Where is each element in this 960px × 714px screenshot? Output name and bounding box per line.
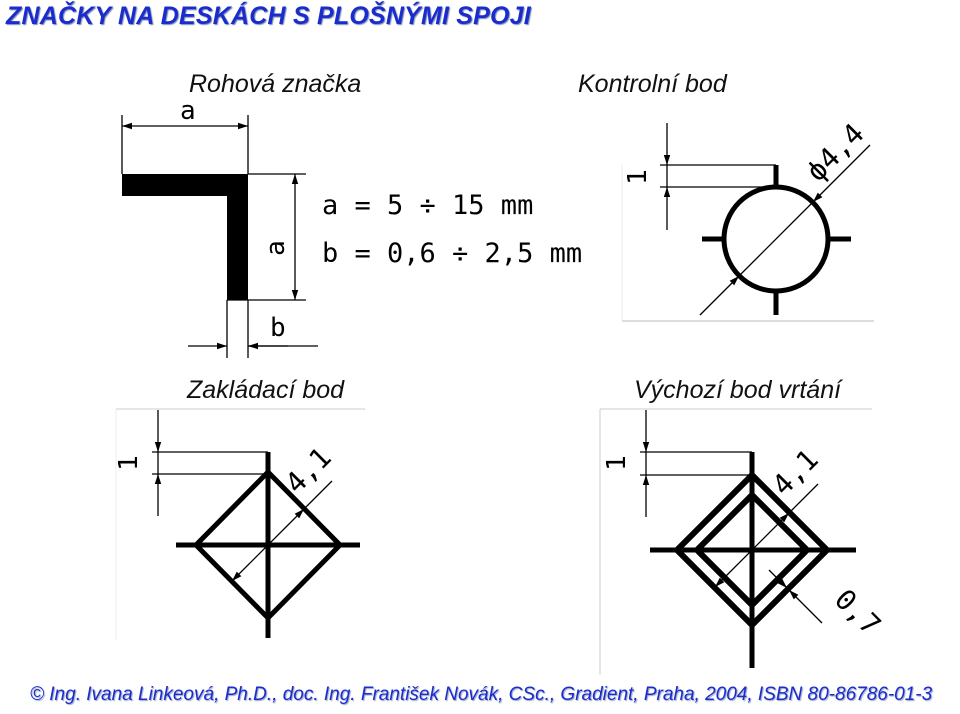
base-point-figure: 1 4,1 xyxy=(114,408,365,640)
check-point-figure: 1 ϕ4,4 xyxy=(621,117,874,322)
drill-origin-dim-size: 4,1 xyxy=(766,443,825,502)
dim-label-b: b xyxy=(270,313,286,343)
drill-origin-figure: 1 4,1 0,7 xyxy=(599,408,887,675)
base-point-dim-offset: 1 xyxy=(114,455,144,471)
corner-mark-figure: a a b a = 5 ÷ 15 mm b = 0,6 ÷ 2,5 mm xyxy=(121,96,582,358)
formula-a: a = 5 ÷ 15 mm xyxy=(322,190,533,221)
formula-b: b = 0,6 ÷ 2,5 mm xyxy=(322,238,582,269)
dim-label-a-side: a xyxy=(261,240,291,256)
base-point-caption: Zakládací bod xyxy=(187,376,345,404)
check-point-dim-diameter: ϕ4,4 xyxy=(800,117,871,188)
corner-mark-caption: Rohová značka xyxy=(189,70,362,98)
drill-origin-dim-line: 0,7 xyxy=(828,583,887,642)
copyright-footer: © Ing. Ivana Linkeová, Ph.D., doc. Ing. … xyxy=(30,684,933,705)
drill-origin-dim-offset: 1 xyxy=(602,455,632,471)
corner-mark-shape xyxy=(122,174,248,300)
page-title: ZNAČKY NA DESKÁCH S PLOŠNÝMI SPOJI xyxy=(6,2,531,30)
drill-origin-caption: Výchozí bod vrtání xyxy=(634,376,842,404)
check-point-caption: Kontrolní bod xyxy=(578,70,727,98)
check-point-dim-offset: 1 xyxy=(623,169,653,185)
dim-label-a-top: a xyxy=(180,96,196,126)
